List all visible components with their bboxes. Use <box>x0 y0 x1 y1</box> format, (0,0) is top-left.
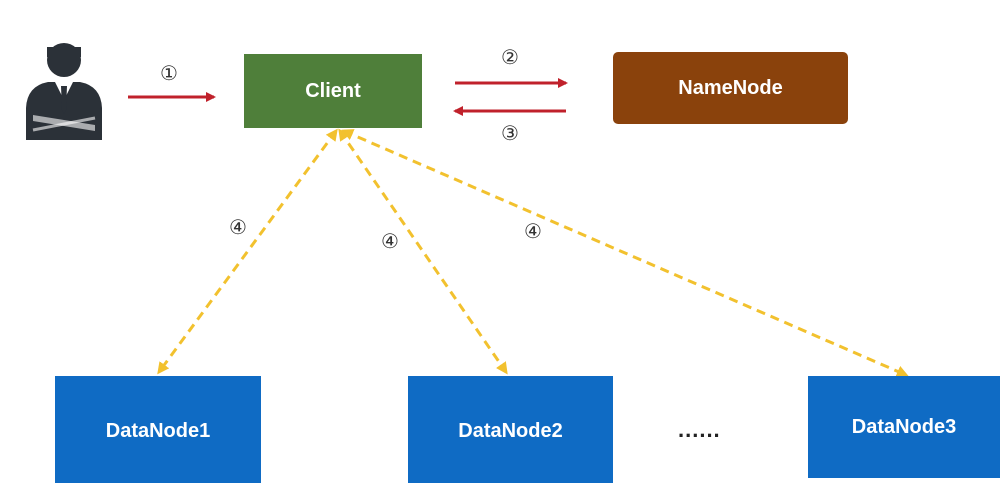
client-label: Client <box>305 79 361 102</box>
client-node: Client <box>244 54 422 128</box>
datanode1-label: DataNode1 <box>105 420 211 442</box>
step-3-label: ③ <box>501 121 519 145</box>
datanode3-label: DataNode3 <box>851 415 957 438</box>
arrow-client-datanode1 <box>157 128 338 375</box>
datanode2-node: DataNode2 <box>408 376 613 483</box>
step-4-label: ④ <box>381 229 399 253</box>
step-4-label: ④ <box>524 219 542 243</box>
more-datanodes-ellipsis: ...... <box>678 417 721 442</box>
datanode3-node: DataNode3 <box>808 376 1000 478</box>
namenode-node: NameNode <box>613 52 848 124</box>
step-1-label: ① <box>160 61 178 85</box>
arrow-client-datanode2 <box>338 128 508 375</box>
step-2-label: ② <box>501 45 519 69</box>
datanode2-label: DataNode2 <box>458 420 563 442</box>
step-4-label: ④ <box>229 215 247 239</box>
namenode-label: NameNode <box>678 76 783 99</box>
datanode1-node: DataNode1 <box>55 376 261 483</box>
businessman-icon <box>26 43 102 140</box>
arrow-client-datanode3 <box>341 129 909 377</box>
